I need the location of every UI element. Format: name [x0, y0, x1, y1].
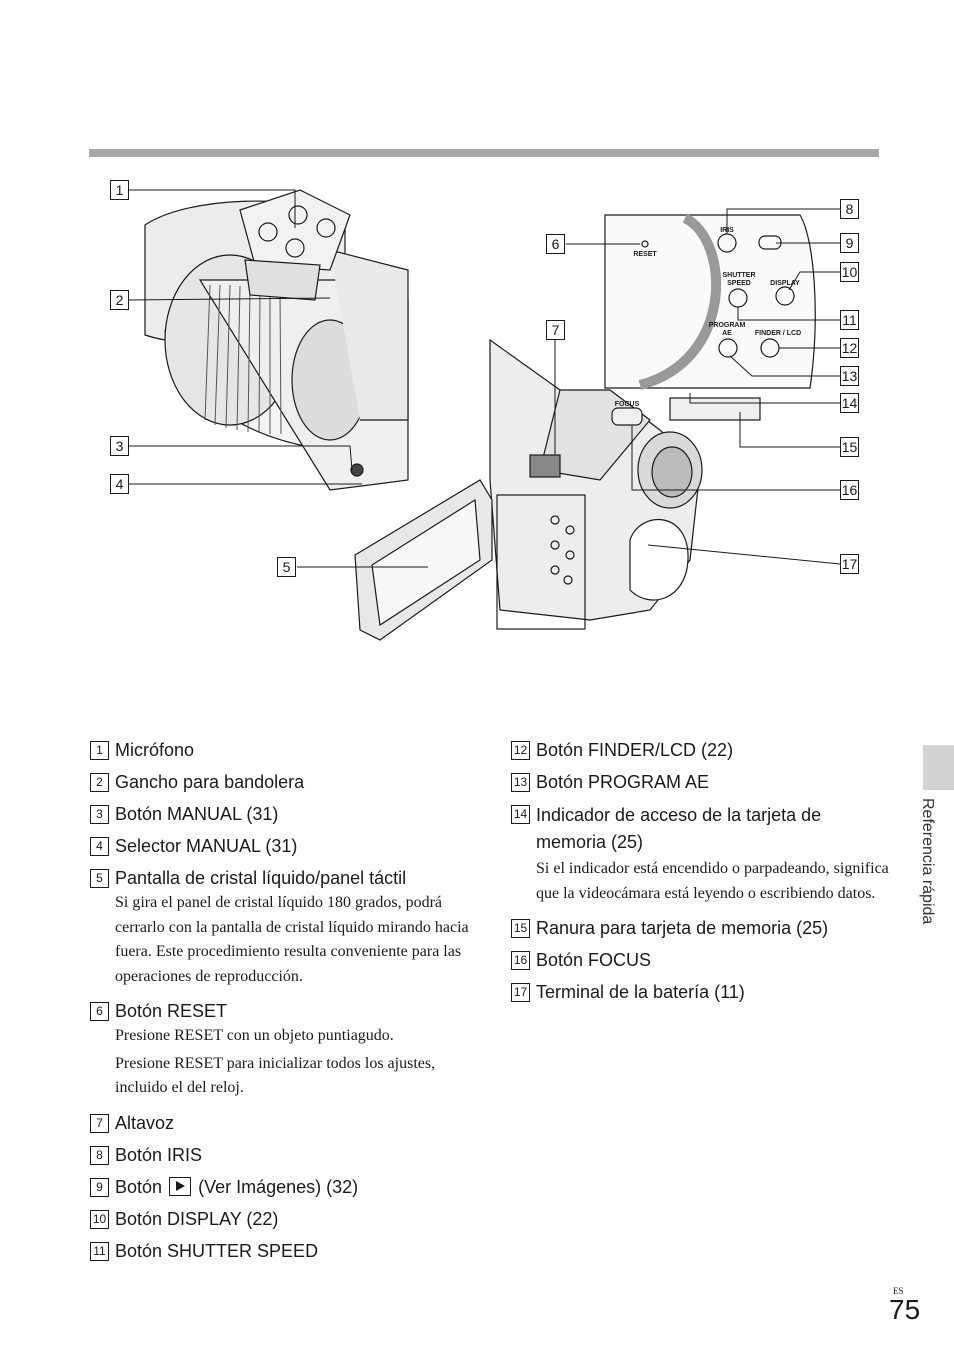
item-number: 7	[90, 1113, 109, 1133]
item-number: 8	[90, 1145, 109, 1165]
part-item-4: 4 Selector MANUAL (31)	[90, 834, 470, 858]
item-label: Gancho para bandolera	[115, 772, 305, 792]
part-item-5: 5 Pantalla de cristal líquido/panel táct…	[90, 866, 470, 989]
item-number: 9	[90, 1177, 109, 1197]
part-item-6: 6 Botón RESET Presione RESET con un obje…	[90, 999, 470, 1101]
callout-15: 15	[840, 437, 859, 457]
callout-17: 17	[840, 554, 859, 574]
item-label: Botón (Ver Imágenes) (32)	[115, 1175, 470, 1199]
callout-16: 16	[840, 480, 859, 500]
callout-3: 3	[110, 436, 129, 456]
item-number: 5	[90, 869, 109, 888]
item-label: Botón SHUTTER SPEED	[115, 1240, 319, 1261]
item-number: 1	[90, 741, 109, 760]
shutter-text: SHUTTER	[722, 272, 755, 279]
part-item-11: 11 Botón SHUTTER SPEED	[90, 1239, 470, 1263]
parts-list-right: 12 Botón FINDER/LCD (22) 13 Botón PROGRA…	[511, 738, 891, 1012]
item-label: Botón FOCUS	[536, 950, 652, 970]
part-item-12: 12 Botón FINDER/LCD (22)	[511, 738, 891, 762]
section-side-label: Referencia rápida	[919, 798, 936, 925]
part-item-15: 15 Ranura para tarjeta de memoria (25)	[511, 916, 891, 940]
callout-8: 8	[840, 199, 859, 219]
item-label: Altavoz	[115, 1112, 175, 1133]
item-number: 17	[511, 983, 530, 1002]
finder-lcd-text: FINDER / LCD	[755, 330, 801, 337]
item-label: Botón FINDER/LCD (22)	[536, 740, 734, 760]
display-text: DISPLAY	[770, 280, 800, 287]
part-item-9: 9 Botón (Ver Imágenes) (32)	[90, 1175, 470, 1199]
callout-2: 2	[110, 290, 129, 310]
item-label: Botón RESET	[115, 1001, 228, 1021]
callout-13: 13	[840, 366, 859, 386]
ae-text: AE	[722, 330, 732, 337]
part-item-7: 7 Altavoz	[90, 1111, 470, 1135]
item-label: Botón PROGRAM AE	[536, 772, 710, 792]
item-label-post: (Ver Imágenes) (32)	[198, 1176, 359, 1197]
item-description: Presione RESET con un objeto puntiagudo.	[115, 1027, 394, 1044]
callout-4: 4	[110, 474, 129, 494]
item-description: Presione RESET para inicializar todos lo…	[115, 1054, 436, 1097]
callout-12: 12	[840, 338, 859, 358]
item-label-pre: Botón	[115, 1176, 163, 1197]
item-label: Botón DISPLAY (22)	[115, 1208, 279, 1229]
section-rule	[89, 149, 879, 157]
part-item-10: 10 Botón DISPLAY (22)	[90, 1207, 470, 1231]
part-item-2: 2 Gancho para bandolera	[90, 770, 470, 794]
item-label: Ranura para tarjeta de memoria (25)	[536, 918, 829, 938]
part-item-8: 8 Botón IRIS	[90, 1143, 470, 1167]
item-number: 2	[90, 773, 109, 792]
item-label: Selector MANUAL (31)	[115, 836, 298, 856]
part-item-1: 1 Micrófono	[90, 738, 470, 762]
item-number: 11	[90, 1241, 109, 1261]
part-item-16: 16 Botón FOCUS	[511, 948, 891, 972]
program-text: PROGRAM	[709, 322, 746, 329]
parts-list-left: 1 Micrófono 2 Gancho para bandolera 3 Bo…	[90, 738, 470, 1271]
callout-9: 9	[840, 233, 859, 253]
item-label: Botón IRIS	[115, 1144, 203, 1165]
speed-text: SPEED	[727, 280, 751, 287]
callout-11: 11	[840, 310, 859, 330]
item-number: 3	[90, 805, 109, 824]
section-tab	[923, 745, 954, 790]
item-number: 6	[90, 1002, 109, 1021]
callout-1: 1	[110, 180, 129, 200]
item-label: Botón MANUAL (31)	[115, 804, 279, 824]
item-number: 12	[511, 741, 530, 760]
language-code: ES	[893, 1286, 904, 1296]
item-label: Micrófono	[115, 740, 195, 760]
item-number: 14	[511, 805, 530, 824]
item-label: Indicador de acceso de la tarjeta de mem…	[536, 805, 822, 852]
part-item-14: 14 Indicador de acceso de la tarjeta de …	[511, 802, 891, 906]
item-label: Pantalla de cristal líquido/panel táctil	[115, 868, 407, 888]
item-number: 4	[90, 837, 109, 856]
item-number: 15	[511, 919, 530, 938]
part-item-3: 3 Botón MANUAL (31)	[90, 802, 470, 826]
item-label: Terminal de la batería (11)	[536, 982, 745, 1002]
camcorder-figure: RESET IRIS SHUTTER SPEED DISPLAY PROGRAM…	[110, 180, 859, 641]
page-number: 75	[889, 1294, 921, 1325]
item-number: 13	[511, 773, 530, 792]
callout-10: 10	[840, 262, 859, 282]
part-item-17: 17 Terminal de la batería (11)	[511, 980, 891, 1004]
callout-14: 14	[840, 393, 859, 413]
callout-5: 5	[277, 557, 296, 577]
item-number: 10	[90, 1209, 109, 1229]
item-description: Si el indicador está encendido o parpade…	[536, 860, 889, 902]
reset-text: RESET	[633, 251, 657, 258]
item-description: Si gira el panel de cristal líquido 180 …	[115, 894, 469, 985]
callout-6: 6	[546, 234, 565, 254]
callout-7: 7	[546, 320, 565, 340]
item-number: 16	[511, 951, 530, 970]
focus-text: FOCUS	[615, 401, 640, 408]
camcorder-illustration: RESET IRIS SHUTTER SPEED DISPLAY PROGRAM…	[128, 189, 841, 641]
part-item-13: 13 Botón PROGRAM AE	[511, 770, 891, 794]
play-icon	[169, 1176, 192, 1196]
